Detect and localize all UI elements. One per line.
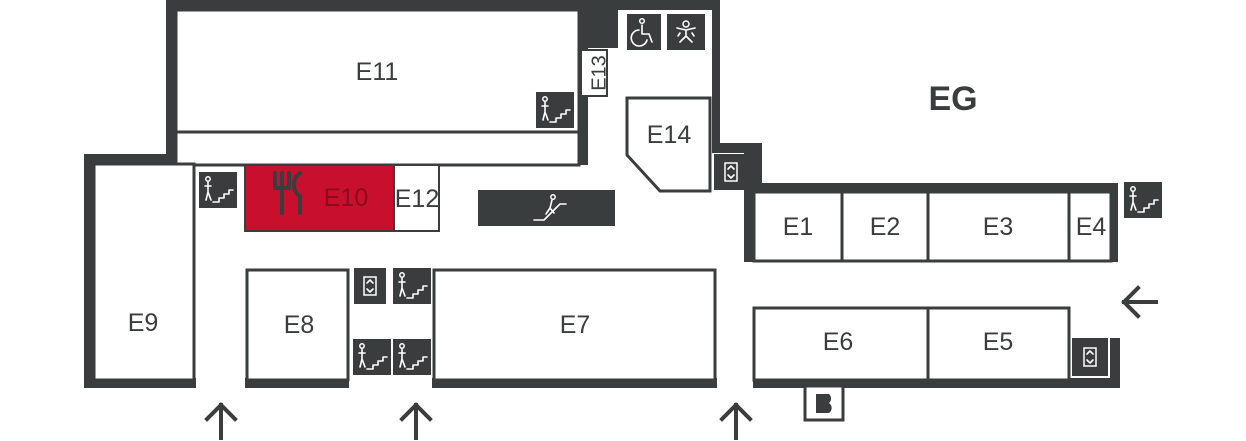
wall-right-lower	[1110, 338, 1120, 388]
wall-bottom-3	[432, 378, 717, 388]
stairs-icon	[1124, 182, 1162, 218]
room-e7-label: E7	[560, 311, 591, 339]
room-e11[interactable]: E11	[174, 8, 581, 134]
room-e2-label: E2	[870, 213, 901, 241]
room-e10-label: E10	[324, 184, 368, 212]
stairs-icon	[536, 92, 574, 128]
elevator-icon	[354, 268, 386, 304]
room-e10-highlight	[244, 164, 395, 232]
room-e9-label: E9	[128, 309, 159, 337]
entrance-arrow-icon	[1121, 285, 1158, 319]
room-e14-label: E14	[647, 121, 692, 149]
entrance-arrow-icon	[399, 402, 433, 440]
elevator-icon	[714, 154, 748, 190]
elevator-icon	[1072, 338, 1108, 376]
room-e11-label: E11	[356, 58, 399, 86]
entrance-arrow-icon	[204, 402, 238, 440]
room-e3[interactable]: E3	[926, 190, 1071, 263]
corridor-strip	[174, 130, 581, 167]
stairs-icon	[393, 268, 431, 304]
wall-bottom-4	[753, 378, 1120, 388]
stairs-icon	[199, 172, 237, 208]
parking-icon	[803, 384, 845, 422]
room-e14[interactable]: E14	[625, 96, 712, 193]
room-e2[interactable]: E2	[840, 190, 930, 263]
room-e12[interactable]: E12	[393, 164, 440, 232]
room-e4[interactable]: E4	[1067, 190, 1113, 263]
room-e1-label: E1	[783, 213, 814, 241]
room-e13[interactable]: E13	[580, 49, 610, 97]
room-e8[interactable]: E8	[245, 268, 350, 382]
room-e5-label: E5	[983, 328, 1014, 356]
room-e3-label: E3	[983, 213, 1014, 241]
room-e6[interactable]: E6	[752, 306, 930, 382]
room-e13-label: E13	[588, 55, 610, 91]
room-e10[interactable]: E10	[244, 164, 395, 232]
wall-bottom-1	[84, 378, 196, 388]
baby-changing-icon	[667, 14, 705, 50]
entrance-arrow-icon	[719, 402, 753, 440]
room-e6-label: E6	[823, 328, 854, 356]
stairs-icon	[353, 339, 391, 375]
room-e5[interactable]: E5	[926, 306, 1071, 382]
wall-bottom-2	[245, 378, 349, 388]
room-e12-label: E12	[395, 185, 439, 213]
room-e7[interactable]: E7	[432, 268, 717, 382]
restaurant-icon	[273, 171, 302, 215]
room-e8-label: E8	[284, 311, 315, 339]
floor-label: EG	[928, 80, 977, 118]
accessible-toilet-icon	[627, 14, 661, 50]
stairs-icon	[393, 339, 431, 375]
room-e1[interactable]: E1	[752, 190, 844, 263]
room-e4-label: E4	[1076, 213, 1107, 241]
escalator-icon	[478, 190, 615, 226]
room-e9[interactable]: E9	[92, 162, 196, 382]
